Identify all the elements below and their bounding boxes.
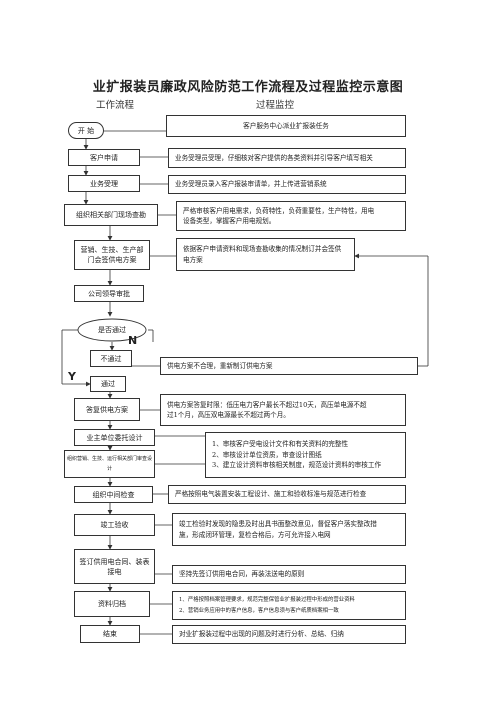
monitor-site-survey-line-2: 设备类型，掌握客户用电规划。 <box>183 217 276 225</box>
monitor-design-review-line-2: 2、审核设计单位资质，审查设计图纸 <box>212 450 322 459</box>
step-reply-plan: 答复供电方案 <box>74 398 140 421</box>
step-site-survey: 组织相关部门现场查勘 <box>64 204 158 226</box>
page-title: 业扩报装员廉政风险防范工作流程及过程监控示意图 <box>92 80 404 95</box>
step-approved: 通过 <box>90 376 126 392</box>
monitor-end: 对业扩报装过程中出现的问题及时进行分析、总结、归纳 <box>172 625 406 644</box>
monitor-business-accept: 业务受理员录入客户报装审请单，并上传进营销系统 <box>168 175 406 194</box>
yes-label: Y <box>68 370 76 383</box>
header-monitoring: 过程监控 <box>256 100 295 111</box>
end-node: 结束 <box>80 625 140 643</box>
no-label: N <box>128 334 138 347</box>
step-organize-review: 组织营销、生技、运行相关部门审查设计 <box>64 450 155 478</box>
monitor-design-review-line-1: 1、审核客户受电设计文件和有关资料的完整性 <box>212 440 349 449</box>
monitor-reply-plan: 供电方案答复时限：低压电力客户最长不超过10天，高压单电源不超过1个月，高压双电… <box>160 394 406 426</box>
monitor-reply-plan-line-1: 供电方案答复时限：低压电力客户最长不超过10天，高压单电源不超 <box>167 400 367 409</box>
step-design-review: 业主单位委托设计 <box>74 429 155 446</box>
step-midway-check: 组织中间检查 <box>74 486 153 503</box>
decision-label: 是否通过 <box>98 326 126 334</box>
monitor-design-review: 1、审核客户受电设计文件和有关资料的完整性 2、审核设计单位资质，审查设计图纸 … <box>205 432 406 478</box>
monitor-final-acceptance-line-1: 竣工检验时发现的隐患及时出具书面整改意见，督促客户落实整改措 <box>179 520 377 528</box>
step-sign-contract: 签订供用电合同、装表接电 <box>74 549 155 584</box>
monitor-archive-line-2: 2、营销业务应用中的客户信息，客户信息须与客户纸质档案相一致 <box>179 607 339 614</box>
decision-shape <box>77 318 147 342</box>
step-rejected: 不通过 <box>90 350 132 367</box>
monitor-final-acceptance-line-2: 施，形成闭环管理，复检合格后，方可允许接入电网 <box>179 530 331 539</box>
monitor-start: 客户服务中心派业扩报装任务 <box>166 115 406 137</box>
monitor-site-survey: 严格审核客户用电需求，负荷特性，负荷重要性，生产特性，用电设备类型，掌握客户用电… <box>176 201 406 231</box>
monitor-site-survey-line-1: 严格审核客户用电需求，负荷特性，负荷重要性，生产特性，用电 <box>183 206 375 215</box>
monitor-sign-contract: 坚持先签订供用电合同，再装法送电的原则 <box>172 565 406 584</box>
monitor-archive-line-1: 1、严格按照档案管理要求，规范完整保管业扩报装过程中形成的营业资料 <box>179 597 355 603</box>
monitor-joint-review-line-2: 电方案 <box>183 255 203 264</box>
start-node: 开 始 <box>68 122 104 139</box>
header-workflow: 工作流程 <box>96 100 135 111</box>
monitor-rejected: 供电方案不合理，重新制订供电方案 <box>160 357 418 375</box>
monitor-archive: 1、严格按照档案管理要求，规范完整保管业扩报装过程中形成的营业资料 2、营销业务应… <box>172 591 406 620</box>
monitor-joint-review-line-1: 依据客户申请资料和现场查勘收集的情况制订并会签供 <box>183 245 342 253</box>
monitor-design-review-line-3: 3、建立设计资料审核相关制度，规范设计资料的审核工作 <box>212 461 382 470</box>
step-leader-review: 公司领导审批 <box>74 285 144 302</box>
monitor-reply-plan-line-2: 过1个月，高压双电源最长不超过两个月。 <box>167 411 290 419</box>
step-customer-apply: 客户申请 <box>68 149 140 166</box>
step-joint-review: 营销、生技、生产部门会签供电方案 <box>74 240 150 270</box>
monitor-final-acceptance: 竣工检验时发现的隐患及时出具书面整改意见，督促客户落实整改措施，形成闭环管理，复… <box>172 513 406 546</box>
step-archive: 资料归档 <box>74 591 150 617</box>
monitor-midway-check: 严格按照电气装置安装工程设计、施工和验收标准与规范进行检查 <box>168 485 406 504</box>
monitor-customer-apply: 业务受理员受理，仔细核对客户提供的各类资料并引导客户填写相关 <box>168 148 406 168</box>
step-final-acceptance: 竣工验收 <box>74 514 155 536</box>
step-business-accept: 业务受理 <box>68 175 140 192</box>
monitor-joint-review: 依据客户申请资料和现场查勘收集的情况制订并会签供电方案 <box>176 238 355 271</box>
